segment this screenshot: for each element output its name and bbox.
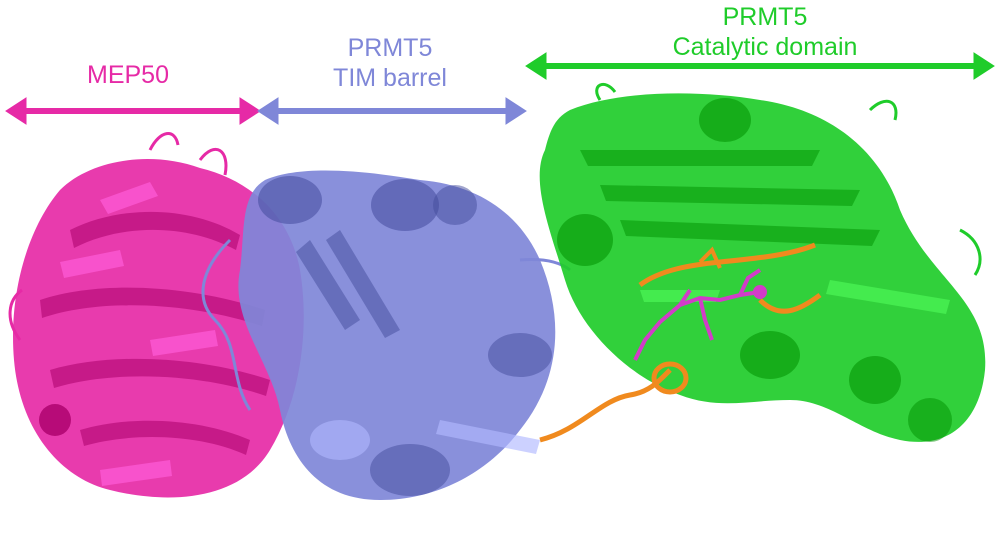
mep50-label-text: MEP50 bbox=[87, 61, 169, 89]
tim-barrel-extent-arrow bbox=[257, 97, 527, 125]
catalytic-domain-label: PRMT5 Catalytic domain bbox=[640, 2, 890, 62]
catalytic-domain-label-line2: Catalytic domain bbox=[672, 33, 858, 61]
mep50-label: MEP50 bbox=[40, 60, 216, 90]
mep50-extent-arrow bbox=[5, 97, 261, 125]
mep50-ribbon bbox=[8, 132, 304, 498]
ligand-sticks bbox=[633, 268, 767, 361]
tim-barrel-label-line2: TIM barrel bbox=[333, 64, 447, 92]
catalytic-domain-extent-arrow bbox=[525, 52, 995, 80]
tim-barrel-label-line1: PRMT5 bbox=[347, 34, 433, 62]
catalytic-domain-ribbon bbox=[539, 82, 986, 442]
linker-ribbon bbox=[539, 242, 822, 443]
catalytic-domain-label-line1: PRMT5 bbox=[722, 3, 808, 31]
tim-barrel-label: PRMT5 TIM barrel bbox=[300, 33, 480, 93]
tim-barrel-ribbon bbox=[201, 170, 571, 500]
